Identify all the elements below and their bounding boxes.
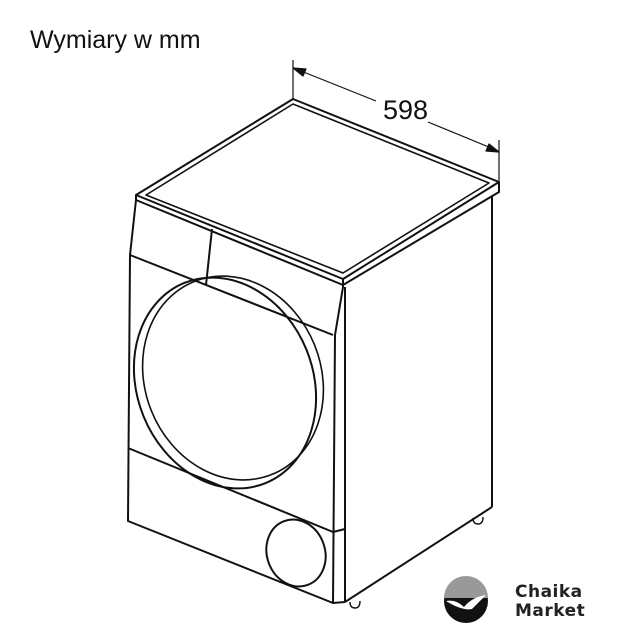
page-title: Wymiary w mm — [30, 26, 201, 54]
side-face — [344, 196, 493, 609]
control-panel-divider — [205, 228, 213, 286]
door — [132, 275, 325, 490]
logo-text: Chaika Market — [515, 583, 585, 621]
filter-hatch — [265, 518, 327, 588]
logo-line-1: Chaika — [515, 582, 583, 602]
chaika-logo-icon — [444, 576, 488, 623]
logo-line-2: Market — [515, 601, 586, 621]
front-face — [127, 199, 346, 604]
top-panel — [135, 98, 500, 287]
width-dimension-label: 598 — [383, 95, 429, 125]
width-dimension-line — [292, 60, 500, 182]
